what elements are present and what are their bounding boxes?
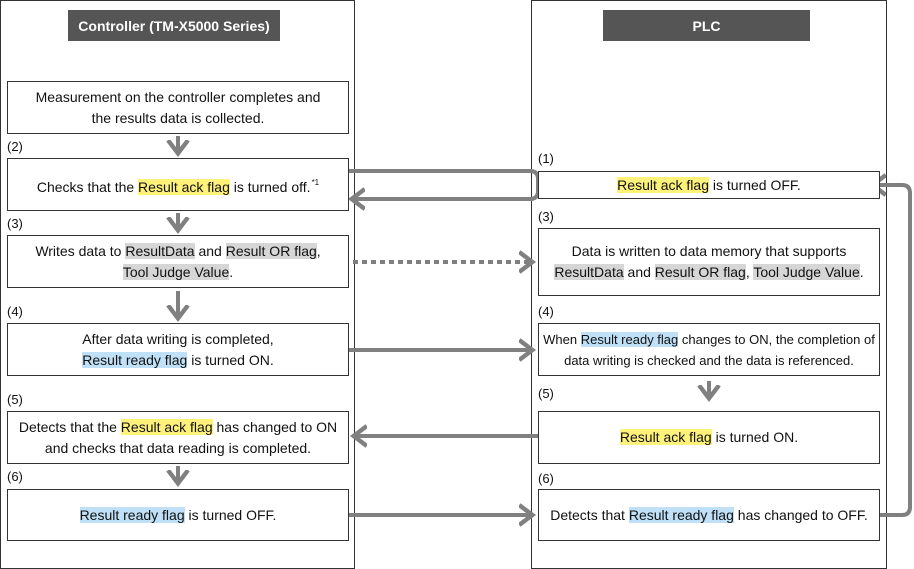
controller-box-step6: Result ready flag is turned OFF.: [7, 489, 349, 541]
plc-step4-text-pre: When: [543, 331, 581, 347]
plc-step3-text-mid: and: [623, 264, 655, 280]
plc-step6-text-post: has changed to OFF.: [733, 506, 868, 523]
step2-text-post: is turned off.: [229, 178, 311, 195]
controller-step3-label: (3): [7, 216, 23, 231]
controller-step5-label: (5): [7, 392, 23, 407]
step2-footnote-mark: *1: [311, 177, 320, 187]
controller-step4-label: (4): [7, 304, 23, 319]
step5-result-ack-flag: Result ack flag: [120, 418, 213, 435]
step3-result-or-flag: Result OR flag: [225, 242, 317, 259]
arrow-ack-check-loop: [343, 169, 540, 199]
plc-box-step1: Result ack flag is turned OFF.: [538, 171, 880, 199]
controller-box-step5: Detects that the Result ack flag has cha…: [7, 411, 349, 464]
plc-step3-label: (3): [538, 209, 554, 224]
step3-result-data: ResultData: [125, 242, 195, 259]
step3-text-comma: ,: [316, 242, 321, 259]
step5-text-post: has changed to ON: [212, 418, 338, 435]
plc-step5-result-ack-flag: Result ack flag: [619, 429, 712, 445]
plc-step3-result-or-flag: Result OR flag: [654, 264, 746, 280]
plc-step6-text-pre: Detects that: [550, 506, 629, 523]
plc-step3-text-end: .: [859, 264, 864, 280]
plc-step4-result-ready-flag: Result ready flag: [580, 331, 679, 347]
step4-text-line1: After data writing is completed,: [82, 330, 274, 347]
step3-text-end: .: [229, 263, 234, 280]
step5-text-pre: Detects that the: [18, 418, 121, 435]
plc-step5-label: (5): [538, 386, 554, 401]
plc-lane-header: PLC: [603, 10, 810, 41]
controller-box-step3: Writes data to ResultData and Result OR …: [7, 235, 349, 288]
plc-step4-label: (4): [538, 304, 554, 319]
step2-result-ack-flag: Result ack flag: [138, 178, 230, 195]
step6-text-post: is turned OFF.: [184, 506, 277, 523]
plc-box-step4: When Result ready flag changes to ON, th…: [538, 323, 880, 376]
plc-box-step6: Detects that Result ready flag has chang…: [538, 489, 880, 541]
plc-step6-result-ready-flag: Result ready flag: [628, 506, 734, 523]
plc-step4-text-post: changes to ON, the completion of: [678, 331, 875, 347]
plc-step4-text-line2: data writing is checked and the data is …: [564, 352, 854, 368]
step2-text-pre: Checks that the: [36, 178, 139, 195]
plc-step3-tool-judge-value: Tool Judge Value: [753, 264, 860, 280]
plc-box-step5: Result ack flag is turned ON.: [538, 411, 880, 464]
plc-step6-label: (6): [538, 471, 554, 486]
plc-step1-text-post: is turned OFF.: [709, 176, 801, 193]
step3-text-mid: and: [194, 242, 226, 259]
plc-step5-text-post: is turned ON.: [711, 429, 799, 445]
controller-step2-label: (2): [7, 139, 23, 154]
step4-result-ready-flag: Result ready flag: [82, 351, 188, 368]
controller-lane-header: Controller (TM-X5000 Series): [68, 10, 280, 41]
plc-step1-result-ack-flag: Result ack flag: [617, 176, 709, 193]
step3-text-pre: Writes data to: [35, 242, 126, 259]
step6-result-ready-flag: Result ready flag: [79, 506, 185, 523]
step4-text-post: is turned ON.: [187, 351, 274, 368]
step5-text-line2: and checks that data reading is complete…: [44, 439, 312, 456]
plc-box-step3: Data is written to data memory that supp…: [538, 228, 880, 296]
step3-tool-judge-value: Tool Judge Value: [122, 263, 230, 280]
measurement-text-line2: the results data is collected.: [91, 109, 265, 126]
plc-step3-text-comma: ,: [745, 264, 754, 280]
controller-box-step2: Checks that the Result ack flag is turne…: [7, 158, 349, 211]
controller-box-step4: After data writing is completed, Result …: [7, 323, 349, 376]
plc-step3-result-data: ResultData: [554, 264, 624, 280]
measurement-text-line1: Measurement on the controller completes …: [35, 88, 321, 105]
controller-step6-label: (6): [7, 469, 23, 484]
plc-step1-label: (1): [538, 151, 554, 166]
plc-step3-text-line1: Data is written to data memory that supp…: [571, 243, 847, 259]
controller-box-measurement: Measurement on the controller completes …: [7, 81, 349, 134]
